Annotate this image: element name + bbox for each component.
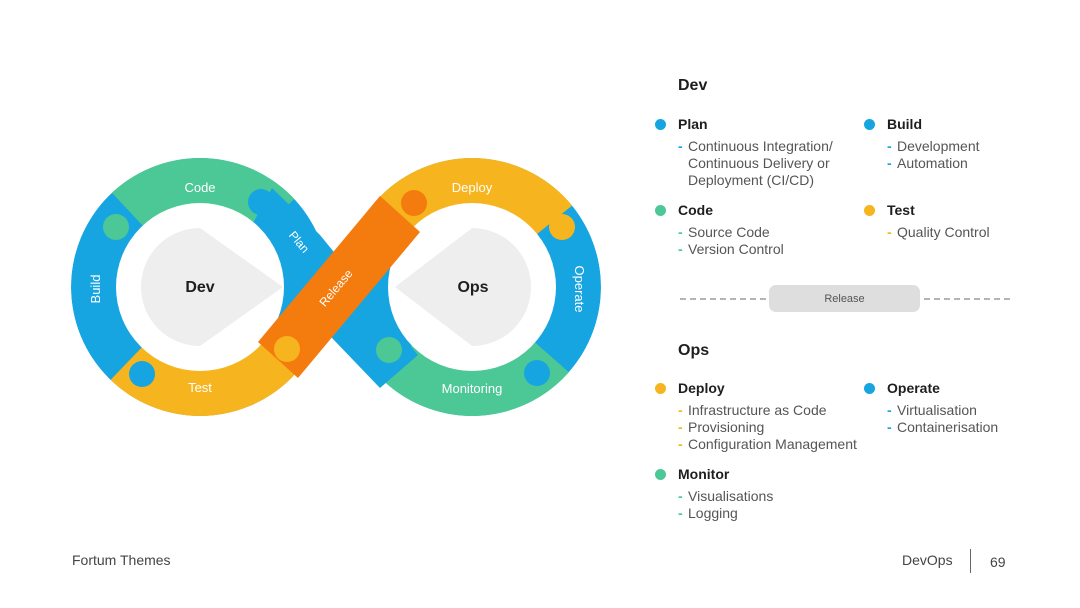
stage-items: -Continuous Integration/ Continuous Deli… — [678, 138, 833, 188]
dash-icon: - — [887, 418, 892, 435]
stage-label: Code — [678, 202, 713, 218]
puzzle-knob — [401, 190, 427, 216]
dash-icon: - — [887, 138, 892, 154]
dash-icon: - — [678, 402, 683, 418]
dash-icon: - — [678, 240, 683, 257]
puzzle-knob — [248, 189, 274, 215]
list-item: -Version Control — [678, 240, 784, 257]
stage-label: Plan — [678, 116, 708, 132]
list-item: -Continuous Integration/ — [678, 138, 833, 154]
list-item: -Visualisations — [678, 488, 774, 504]
puzzle-knob — [524, 360, 550, 386]
stage-deploy: Deploy -Infrastructure as Code -Provisio… — [655, 379, 857, 452]
build-dot-icon — [864, 118, 875, 130]
list-item: -Infrastructure as Code — [678, 402, 827, 418]
segment-label-test: Test — [188, 380, 212, 395]
release-pill: Release — [769, 285, 920, 312]
monitor-dot-icon — [655, 468, 666, 480]
puzzle-knob — [129, 361, 155, 387]
dash-icon: - — [678, 435, 683, 452]
ops-hub — [395, 228, 532, 347]
stage-operate: Operate -Virtualisation -Containerisatio… — [864, 379, 998, 436]
list-item: -Quality Control — [887, 224, 990, 240]
segment-label-operate: Operate — [572, 266, 587, 313]
segment-label-build: Build — [88, 275, 103, 304]
puzzle-knob — [274, 336, 300, 362]
footer-brand: Fortum Themes — [72, 552, 171, 568]
plan-dot-icon — [655, 118, 666, 130]
list-item: -Automation — [887, 154, 968, 171]
stage-plan: Plan -Continuous Integration/ Continuous… — [655, 115, 833, 188]
devops-infinity-diagram: Dev Ops Code Test Build Plan Release Dep… — [71, 158, 601, 416]
list-item: -Development — [887, 138, 980, 154]
stage-items: -Virtualisation -Containerisation — [887, 402, 998, 436]
puzzle-knob — [103, 214, 129, 240]
list-item: Continuous Delivery or — [688, 154, 830, 171]
stage-test: Test -Quality Control — [864, 201, 990, 241]
stage-items: -Development -Automation — [887, 138, 980, 172]
stage-items: -Source Code -Version Control — [678, 224, 784, 258]
stage-label: Operate — [887, 380, 940, 396]
dev-section-title: Dev — [678, 77, 708, 94]
segment-label-monitoring: Monitoring — [442, 381, 503, 396]
hub-label-dev: Dev — [185, 279, 214, 296]
list-item: -Source Code — [678, 224, 770, 240]
dashed-line — [924, 298, 1010, 300]
list-item: -Containerisation — [887, 418, 999, 435]
code-dot-icon — [655, 204, 666, 216]
release-band[interactable] — [258, 196, 420, 378]
segment-label-code: Code — [184, 180, 215, 195]
stage-build: Build -Development -Automation — [864, 115, 980, 172]
list-item: Deployment (CI/CD) — [688, 171, 815, 188]
release-divider: Release — [680, 285, 1010, 312]
puzzle-knob — [376, 337, 402, 363]
ops-section-title: Ops — [678, 342, 710, 359]
dash-icon: - — [887, 154, 892, 171]
dash-icon: - — [678, 224, 683, 240]
dash-icon: - — [678, 488, 683, 504]
dash-icon: - — [678, 418, 683, 435]
dashed-line — [680, 298, 766, 300]
footer-title: DevOps — [902, 552, 953, 568]
stage-monitor: Monitor -Visualisations -Logging — [655, 465, 773, 522]
dash-icon: - — [678, 138, 683, 154]
stage-items: -Quality Control — [887, 224, 990, 241]
stage-label: Test — [887, 202, 915, 218]
operate-dot-icon — [864, 382, 875, 394]
hub-label-ops: Ops — [457, 279, 488, 296]
segment-label-deploy: Deploy — [452, 180, 493, 195]
deploy-dot-icon — [655, 382, 666, 394]
dev-hub — [140, 228, 283, 347]
list-item: -Logging — [678, 504, 738, 521]
dash-icon: - — [678, 504, 683, 521]
stage-items: -Infrastructure as Code -Provisioning -C… — [678, 402, 857, 452]
list-item: -Virtualisation — [887, 402, 977, 418]
test-dot-icon — [864, 204, 875, 216]
page-number: 69 — [990, 554, 1006, 570]
footer-separator — [970, 549, 971, 573]
dash-icon: - — [887, 402, 892, 418]
stage-label: Monitor — [678, 466, 730, 482]
stage-label: Build — [887, 116, 922, 132]
dash-icon: - — [887, 224, 892, 240]
list-item: -Configuration Management — [678, 435, 857, 452]
stage-code: Code -Source Code -Version Control — [655, 201, 784, 258]
stage-label: Deploy — [678, 380, 725, 396]
puzzle-knob — [549, 214, 575, 240]
stage-items: -Visualisations -Logging — [678, 488, 773, 522]
list-item: -Provisioning — [678, 418, 765, 435]
